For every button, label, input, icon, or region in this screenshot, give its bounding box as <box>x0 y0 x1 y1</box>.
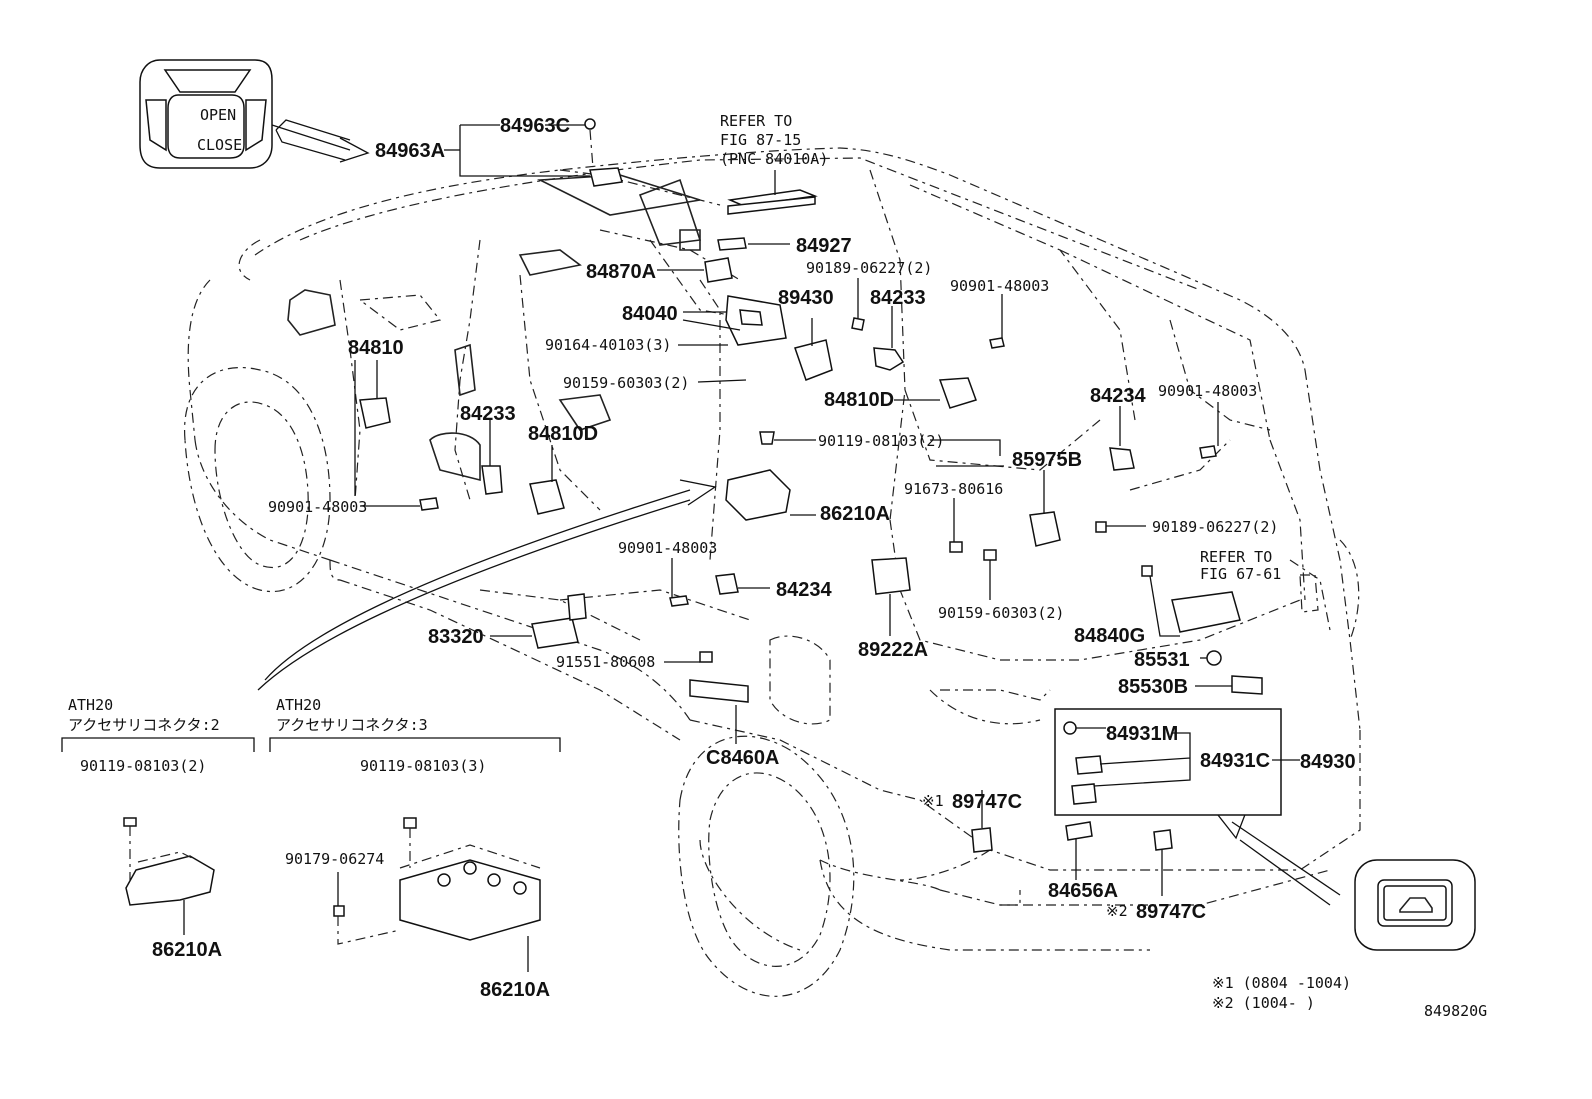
part-label-90119-08103-center[interactable]: 90119-08103(2) <box>818 432 944 450</box>
part-label-84810D-left[interactable]: 84810D <box>528 423 598 445</box>
refer-fig-67-line2: FIG 67-61 <box>1200 565 1281 583</box>
part-label-89222A[interactable]: 89222A <box>858 639 928 661</box>
part-label-83320[interactable]: 83320 <box>428 626 484 648</box>
part-label-84963A[interactable]: 84963A <box>375 140 445 162</box>
part-label-84927[interactable]: 84927 <box>796 235 852 257</box>
refer-fig-87-line3: (PNC 84010A) <box>720 150 828 168</box>
part-label-90901-48003-lower[interactable]: 90901-48003 <box>618 539 717 557</box>
accessory-group-3 <box>269 737 561 972</box>
leader-lines <box>354 124 1300 896</box>
part-label-90119-08103-mid[interactable]: 90119-08103(3) <box>360 757 486 775</box>
part-label-89747C-2[interactable]: 89747C <box>1136 901 1206 923</box>
part-label-85531[interactable]: 85531 <box>1134 649 1190 671</box>
vehicle-body <box>187 147 1361 951</box>
rear-wheel <box>678 735 855 997</box>
part-label-84870A[interactable]: 84870A <box>586 261 656 283</box>
part-label-90159-60303-lower[interactable]: 90159-60303(2) <box>938 604 1064 622</box>
group-left-desc: アクセサリコネクタ:2 <box>68 716 220 734</box>
part-label-C8460A[interactable]: C8460A <box>706 747 779 769</box>
part-label-86210A-center[interactable]: 86210A <box>820 503 890 525</box>
mark-1: ※1 <box>922 792 944 810</box>
part-label-84931M[interactable]: 84931M <box>1106 723 1178 745</box>
figure-code: 849820G <box>1424 1002 1487 1020</box>
part-label-84656A[interactable]: 84656A <box>1048 880 1118 902</box>
part-label-84930[interactable]: 84930 <box>1300 751 1356 773</box>
part-label-90179-06274[interactable]: 90179-06274 <box>285 850 384 868</box>
part-label-84233-left[interactable]: 84233 <box>460 403 516 425</box>
part-label-90189-06227-right[interactable]: 90189-06227(2) <box>1152 518 1278 536</box>
inset-arrow-body <box>275 119 351 161</box>
part-label-84233-top[interactable]: 84233 <box>870 287 926 309</box>
inset-arrow-bottom-2 <box>1239 839 1331 906</box>
part-label-84234-lower[interactable]: 84234 <box>776 579 832 601</box>
part-label-85530B[interactable]: 85530B <box>1118 676 1188 698</box>
part-label-90901-48003-right[interactable]: 90901-48003 <box>1158 382 1257 400</box>
part-glyphs <box>359 118 1282 853</box>
part-label-84931C[interactable]: 84931C <box>1200 750 1270 772</box>
inset-arrow-top <box>271 124 351 151</box>
part-label-90164-40103[interactable]: 90164-40103(3) <box>545 336 671 354</box>
part-label-84810D-right[interactable]: 84810D <box>824 389 894 411</box>
note-2: ※2 (1004- ) <box>1212 994 1315 1012</box>
part-label-90159-60303-top[interactable]: 90159-60303(2) <box>563 374 689 392</box>
part-label-90119-08103-left[interactable]: 90119-08103(2) <box>80 757 206 775</box>
part-label-84810[interactable]: 84810 <box>348 337 404 359</box>
accessory-group-2 <box>61 737 255 935</box>
overhead-switch-inset: CLOSE OPEN <box>139 59 273 169</box>
front-wheel <box>184 366 331 593</box>
part-label-91551-80608[interactable]: 91551-80608 <box>556 653 655 671</box>
part-label-89747C-1[interactable]: 89747C <box>952 791 1022 813</box>
open-icon: OPEN <box>200 106 236 124</box>
note-1: ※1 (0804 -1004) <box>1212 974 1351 992</box>
refer-fig-87-line1: REFER TO <box>720 112 792 130</box>
sweep-arrow-2 <box>257 499 691 691</box>
sweep-arrowhead <box>679 479 717 506</box>
refer-fig-87-line2: FIG 87-15 <box>720 131 801 149</box>
part-label-89430[interactable]: 89430 <box>778 287 834 309</box>
back-door-switch-inset <box>1354 859 1476 951</box>
inset-arrowhead-top <box>339 137 370 163</box>
group-mid-model: ATH20 <box>276 696 321 714</box>
inset-arrow-bottom <box>1231 821 1341 896</box>
part-label-91673-80616[interactable]: 91673-80616 <box>904 480 1003 498</box>
group-left-model: ATH20 <box>68 696 113 714</box>
part-label-85975B[interactable]: 85975B <box>1012 449 1082 471</box>
part-label-84040[interactable]: 84040 <box>622 303 678 325</box>
part-label-90901-48003-top[interactable]: 90901-48003 <box>950 277 1049 295</box>
refer-fig-67-line1: REFER TO <box>1200 548 1272 566</box>
part-label-86210A-left[interactable]: 86210A <box>152 939 222 961</box>
group-mid-desc: アクセサリコネクタ:3 <box>276 716 428 734</box>
part-label-84840G[interactable]: 84840G <box>1074 625 1145 647</box>
mark-2: ※2 <box>1106 902 1128 920</box>
part-label-90189-06227-top[interactable]: 90189-06227(2) <box>806 259 932 277</box>
part-label-84234-right[interactable]: 84234 <box>1090 385 1146 407</box>
part-label-84963C[interactable]: 84963C <box>500 115 570 137</box>
part-label-86210A-mid[interactable]: 86210A <box>480 979 550 1001</box>
close-icon: CLOSE <box>197 136 242 154</box>
sweep-arrow <box>264 489 691 681</box>
part-label-90901-48003-left[interactable]: 90901-48003 <box>268 498 367 516</box>
